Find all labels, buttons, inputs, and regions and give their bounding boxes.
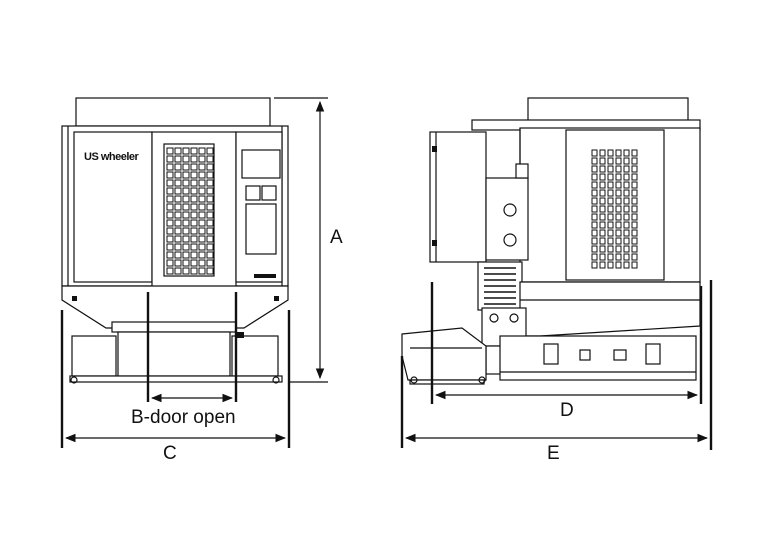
dimension-a: A: [274, 97, 343, 383]
front-view: US wheeler: [61, 97, 289, 384]
dimension-c: C: [60, 310, 291, 464]
side-view: [401, 97, 701, 385]
dimension-c-label: C: [163, 443, 177, 464]
dimension-b: B-door open: [131, 292, 238, 428]
dimension-b-label: B-door open: [131, 407, 236, 428]
brand-logo: US wheeler: [84, 151, 140, 163]
dimension-a-label: A: [330, 227, 343, 248]
louver-panel: [484, 267, 516, 305]
dimension-e-label: E: [547, 443, 560, 464]
dimension-d: D: [430, 282, 703, 421]
dimension-e: E: [400, 280, 713, 464]
side-vent-grid: [591, 149, 638, 269]
window-grid: [166, 147, 214, 275]
dimension-d-label: D: [560, 400, 574, 421]
